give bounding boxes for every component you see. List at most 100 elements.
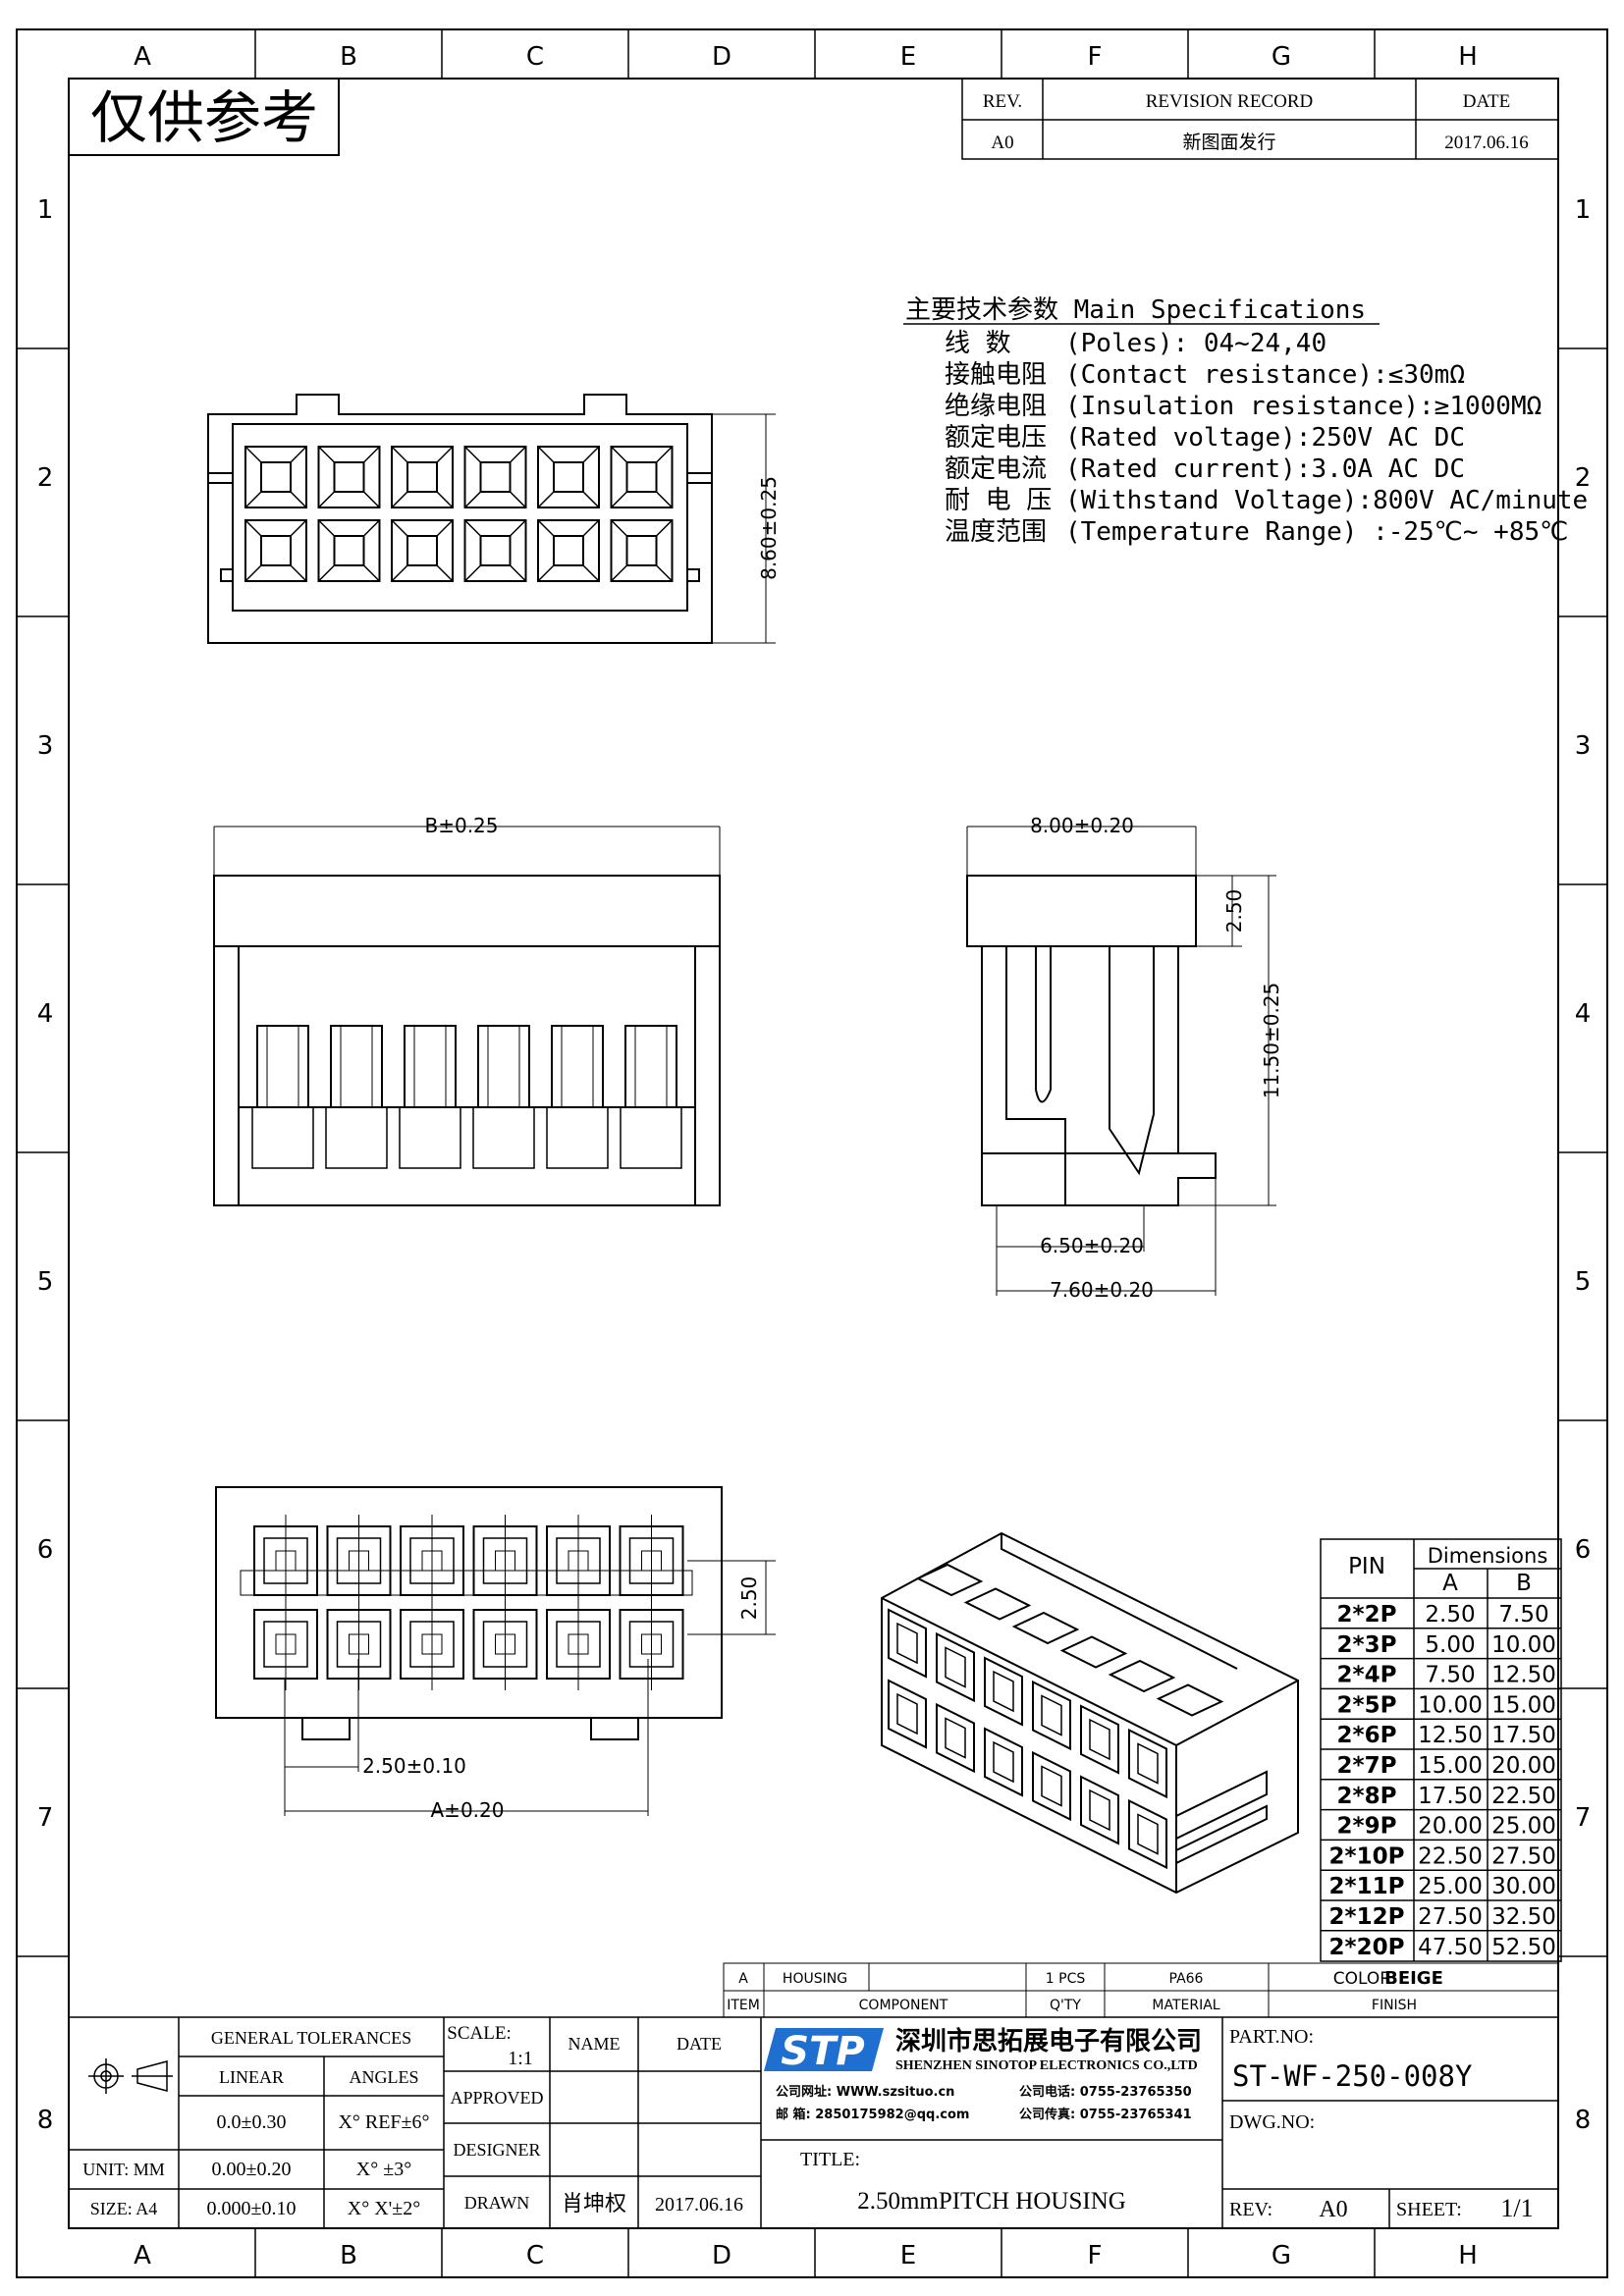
dt-a: 12.50 (1418, 1723, 1483, 1748)
iso-cavity (984, 1656, 1023, 1727)
dt-pin: 2*8P (1337, 1784, 1397, 1809)
svg-text:6: 6 (1575, 1535, 1592, 1565)
cavity-inner (260, 535, 292, 566)
drawing-title: 2.50mmPITCH HOUSING (857, 2188, 1126, 2215)
spec-title: 主要技术参数 Main Specifications (905, 295, 1366, 325)
dt-b: 30.00 (1491, 1874, 1556, 1899)
dt-b: 15.00 (1491, 1692, 1556, 1718)
dt-b: 20.00 (1491, 1753, 1556, 1779)
dt-a: 5.00 (1425, 1632, 1475, 1658)
side-slot-foot (620, 1107, 682, 1169)
bom-hdr-component: COMPONENT (859, 1998, 948, 2013)
iso-latch (1059, 1635, 1128, 1669)
cavity-chamfer (463, 519, 527, 582)
svg-text:G: G (1272, 42, 1291, 72)
dt-a: 17.50 (1418, 1784, 1483, 1809)
dimension-labels: 8.60±0.25 B±0.25 8.00±0.20 2.50 11.50±0.… (362, 476, 1283, 1822)
cavity-chamfer (317, 446, 381, 508)
dt-a: 25.00 (1418, 1874, 1483, 1899)
svg-text:C: C (526, 2241, 544, 2270)
iso-cavity-inner (1137, 1742, 1159, 1785)
company-website: 公司网址: WWW.szsituo.cn (776, 2084, 954, 2100)
side-slot-foot (546, 1107, 609, 1169)
cavity (463, 446, 527, 508)
iso-cavity (984, 1727, 1023, 1797)
side-slot-wall (413, 1026, 447, 1107)
col-label-top: A (134, 42, 151, 72)
dt-pin: 2*12P (1329, 1904, 1405, 1930)
cavity (610, 519, 674, 582)
side-slot-wall (487, 1026, 520, 1107)
bom-hdr-finish: FINISH (1372, 1998, 1417, 2013)
iso-cavity-inner (1089, 1718, 1110, 1761)
cavity-chamfer (317, 519, 381, 582)
svg-text:5: 5 (1575, 1267, 1592, 1297)
dt-pin: 2*7P (1337, 1753, 1397, 1779)
dim-bottom-pitch-h: 2.50±0.10 (362, 1754, 466, 1778)
side-slot (551, 1025, 604, 1107)
dt-pin: 2*2P (1337, 1602, 1397, 1628)
dt-pin: 2*5P (1337, 1692, 1397, 1718)
dt-pin: 2*6P (1337, 1723, 1397, 1748)
cavity-inner (406, 535, 438, 566)
cavity-chamfer (537, 446, 600, 508)
dt-a: 7.50 (1425, 1663, 1475, 1688)
revision-note: 新图面发行 (1182, 132, 1275, 153)
bom-finish-value: BEIGE (1384, 1968, 1443, 1989)
svg-text:7: 7 (1575, 1803, 1592, 1833)
drawn-label: DRAWN (464, 2193, 530, 2213)
dt-pin: 2*10P (1329, 1843, 1405, 1869)
svg-text:B: B (340, 2241, 357, 2270)
iso-cavity (1080, 1704, 1119, 1775)
rev-date-header: DATE (1463, 91, 1511, 112)
side-slot-wall (340, 1026, 373, 1107)
bottom-dimensions (284, 1560, 776, 1816)
designer-label: DESIGNER (454, 2140, 541, 2160)
side-view-right (966, 875, 1217, 1206)
bom-hdr-qty: Q'TY (1050, 1998, 1081, 2013)
stamp-box (68, 78, 340, 156)
dt-b: 12.50 (1491, 1663, 1556, 1688)
cavity (244, 446, 307, 508)
iso-latch (1011, 1611, 1080, 1645)
company-block: STP 深圳市思拓展电子有限公司 SHENZHEN SINOTOP ELECTR… (764, 2026, 1202, 2122)
dt-b: 32.50 (1491, 1904, 1556, 1930)
iso-cavity-inner (945, 1717, 966, 1759)
svg-text:F: F (1088, 42, 1103, 72)
svg-text:8: 8 (37, 2106, 54, 2135)
side-view-left (213, 875, 721, 1206)
tol3-angle: X° X'±2° (348, 2198, 420, 2219)
tol1-angle: X° REF±6° (338, 2111, 429, 2133)
svg-text:H: H (1458, 2241, 1478, 2270)
cavity-chamfer (391, 519, 454, 582)
sheet-value: 1/1 (1500, 2194, 1533, 2222)
dim-width-a: A±0.20 (431, 1798, 505, 1822)
svg-text:STP: STP (781, 2029, 864, 2074)
company-name-en: SHENZHEN SINOTOP ELECTRONICS CO.,LTD (895, 2058, 1198, 2073)
side-slot (256, 1025, 309, 1107)
svg-text:G: G (1272, 2241, 1291, 2270)
bom-qty: 1 PCS (1046, 1971, 1086, 1987)
company-email: 邮 箱: 2850175982@qq.com (776, 2107, 969, 2122)
dim-side-height: 11.50±0.25 (1260, 983, 1283, 1099)
side-slot-wall (561, 1026, 594, 1107)
revision-table (961, 78, 1559, 160)
spec-cn: 接触电阻 (945, 360, 1047, 390)
svg-text:3: 3 (1575, 731, 1592, 761)
spec-cn: 额定电流 (945, 454, 1047, 484)
dt-b: 10.00 (1491, 1632, 1556, 1658)
title-label: TITLE: (800, 2149, 860, 2170)
company-name-cn: 深圳市思拓展电子有限公司 (895, 2026, 1202, 2056)
iso-latch (915, 1563, 984, 1597)
dim-side-top: 2.50 (1222, 889, 1246, 934)
spec-en: (Temperature Range) :-25℃~ +85℃ (1065, 517, 1568, 547)
svg-text:C: C (526, 42, 544, 72)
iso-cavity (936, 1702, 975, 1774)
dim-side-w2: 7.60±0.20 (1050, 1278, 1154, 1302)
company-phone: 公司电话: 0755-23765350 (1019, 2084, 1192, 2100)
iso-cavity-inner (896, 1692, 918, 1735)
bom-item: A (738, 1971, 748, 1987)
cavity-inner (479, 461, 512, 493)
drawn-date: 2017.06.16 (655, 2194, 743, 2216)
